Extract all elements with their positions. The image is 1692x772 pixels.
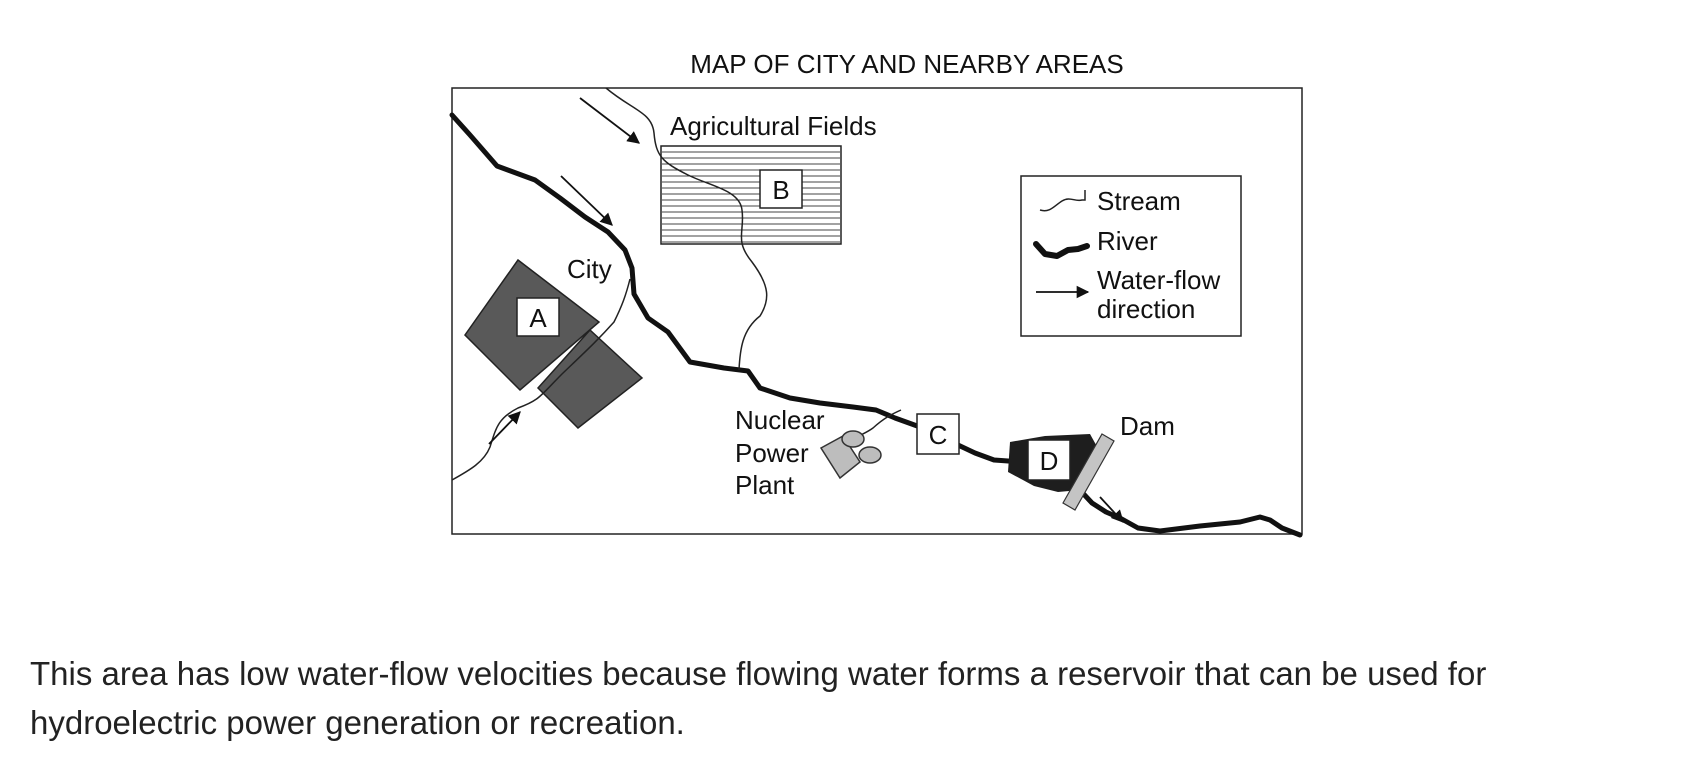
svg-text:Power: Power (735, 438, 809, 468)
svg-text:B: B (772, 175, 789, 205)
map-figure: MAP OF CITY AND NEARBY AREAS A B (449, 49, 1303, 538)
legend-stream-symbol (1039, 190, 1086, 212)
cooling-tower (841, 430, 865, 448)
map-title: MAP OF CITY AND NEARBY AREAS (690, 49, 1123, 79)
flow-arrow-downstream (1099, 496, 1124, 523)
marker-b: B (759, 169, 803, 209)
explanation-text: This area has low water-flow velocities … (30, 655, 1487, 741)
cooling-tower (858, 446, 882, 464)
svg-text:A: A (529, 303, 547, 333)
flow-arrow-ag-stream (579, 97, 641, 144)
dam-label: Dam (1120, 411, 1175, 441)
svg-text:D: D (1040, 446, 1059, 476)
svg-text:Plant: Plant (735, 470, 795, 500)
stream-agricultural (605, 87, 768, 371)
stream-city (451, 278, 631, 481)
legend-flow-label-line1: Water-flow (1097, 265, 1220, 295)
nuclear-power-plant (819, 430, 882, 480)
svg-text:Nuclear: Nuclear (735, 405, 825, 435)
legend-river-label: River (1097, 226, 1158, 256)
marker-a: A (516, 297, 560, 337)
flow-arrow-city-stream (488, 411, 521, 445)
legend-river-symbol (1033, 241, 1090, 259)
marker-c: C (916, 413, 960, 455)
legend: Stream River Water-flow direction (1020, 175, 1242, 337)
legend-stream-label: Stream (1097, 186, 1181, 216)
city-label: City (567, 254, 612, 284)
svg-text:C: C (929, 420, 948, 450)
legend-flow-label-line2: direction (1097, 294, 1195, 324)
dam-wall (1062, 433, 1115, 511)
water-flow-arrows (488, 97, 1124, 523)
river (449, 112, 1303, 538)
field-outline (660, 145, 842, 245)
city-block-south (536, 328, 644, 429)
nuclear-power-plant-label: Nuclear Power Plant (735, 405, 825, 500)
plant-building (819, 435, 862, 480)
agricultural-fields (660, 145, 842, 245)
agricultural-fields-label: Agricultural Fields (670, 111, 877, 141)
marker-d: D (1027, 439, 1071, 481)
flow-arrow-river-upper (560, 175, 613, 226)
